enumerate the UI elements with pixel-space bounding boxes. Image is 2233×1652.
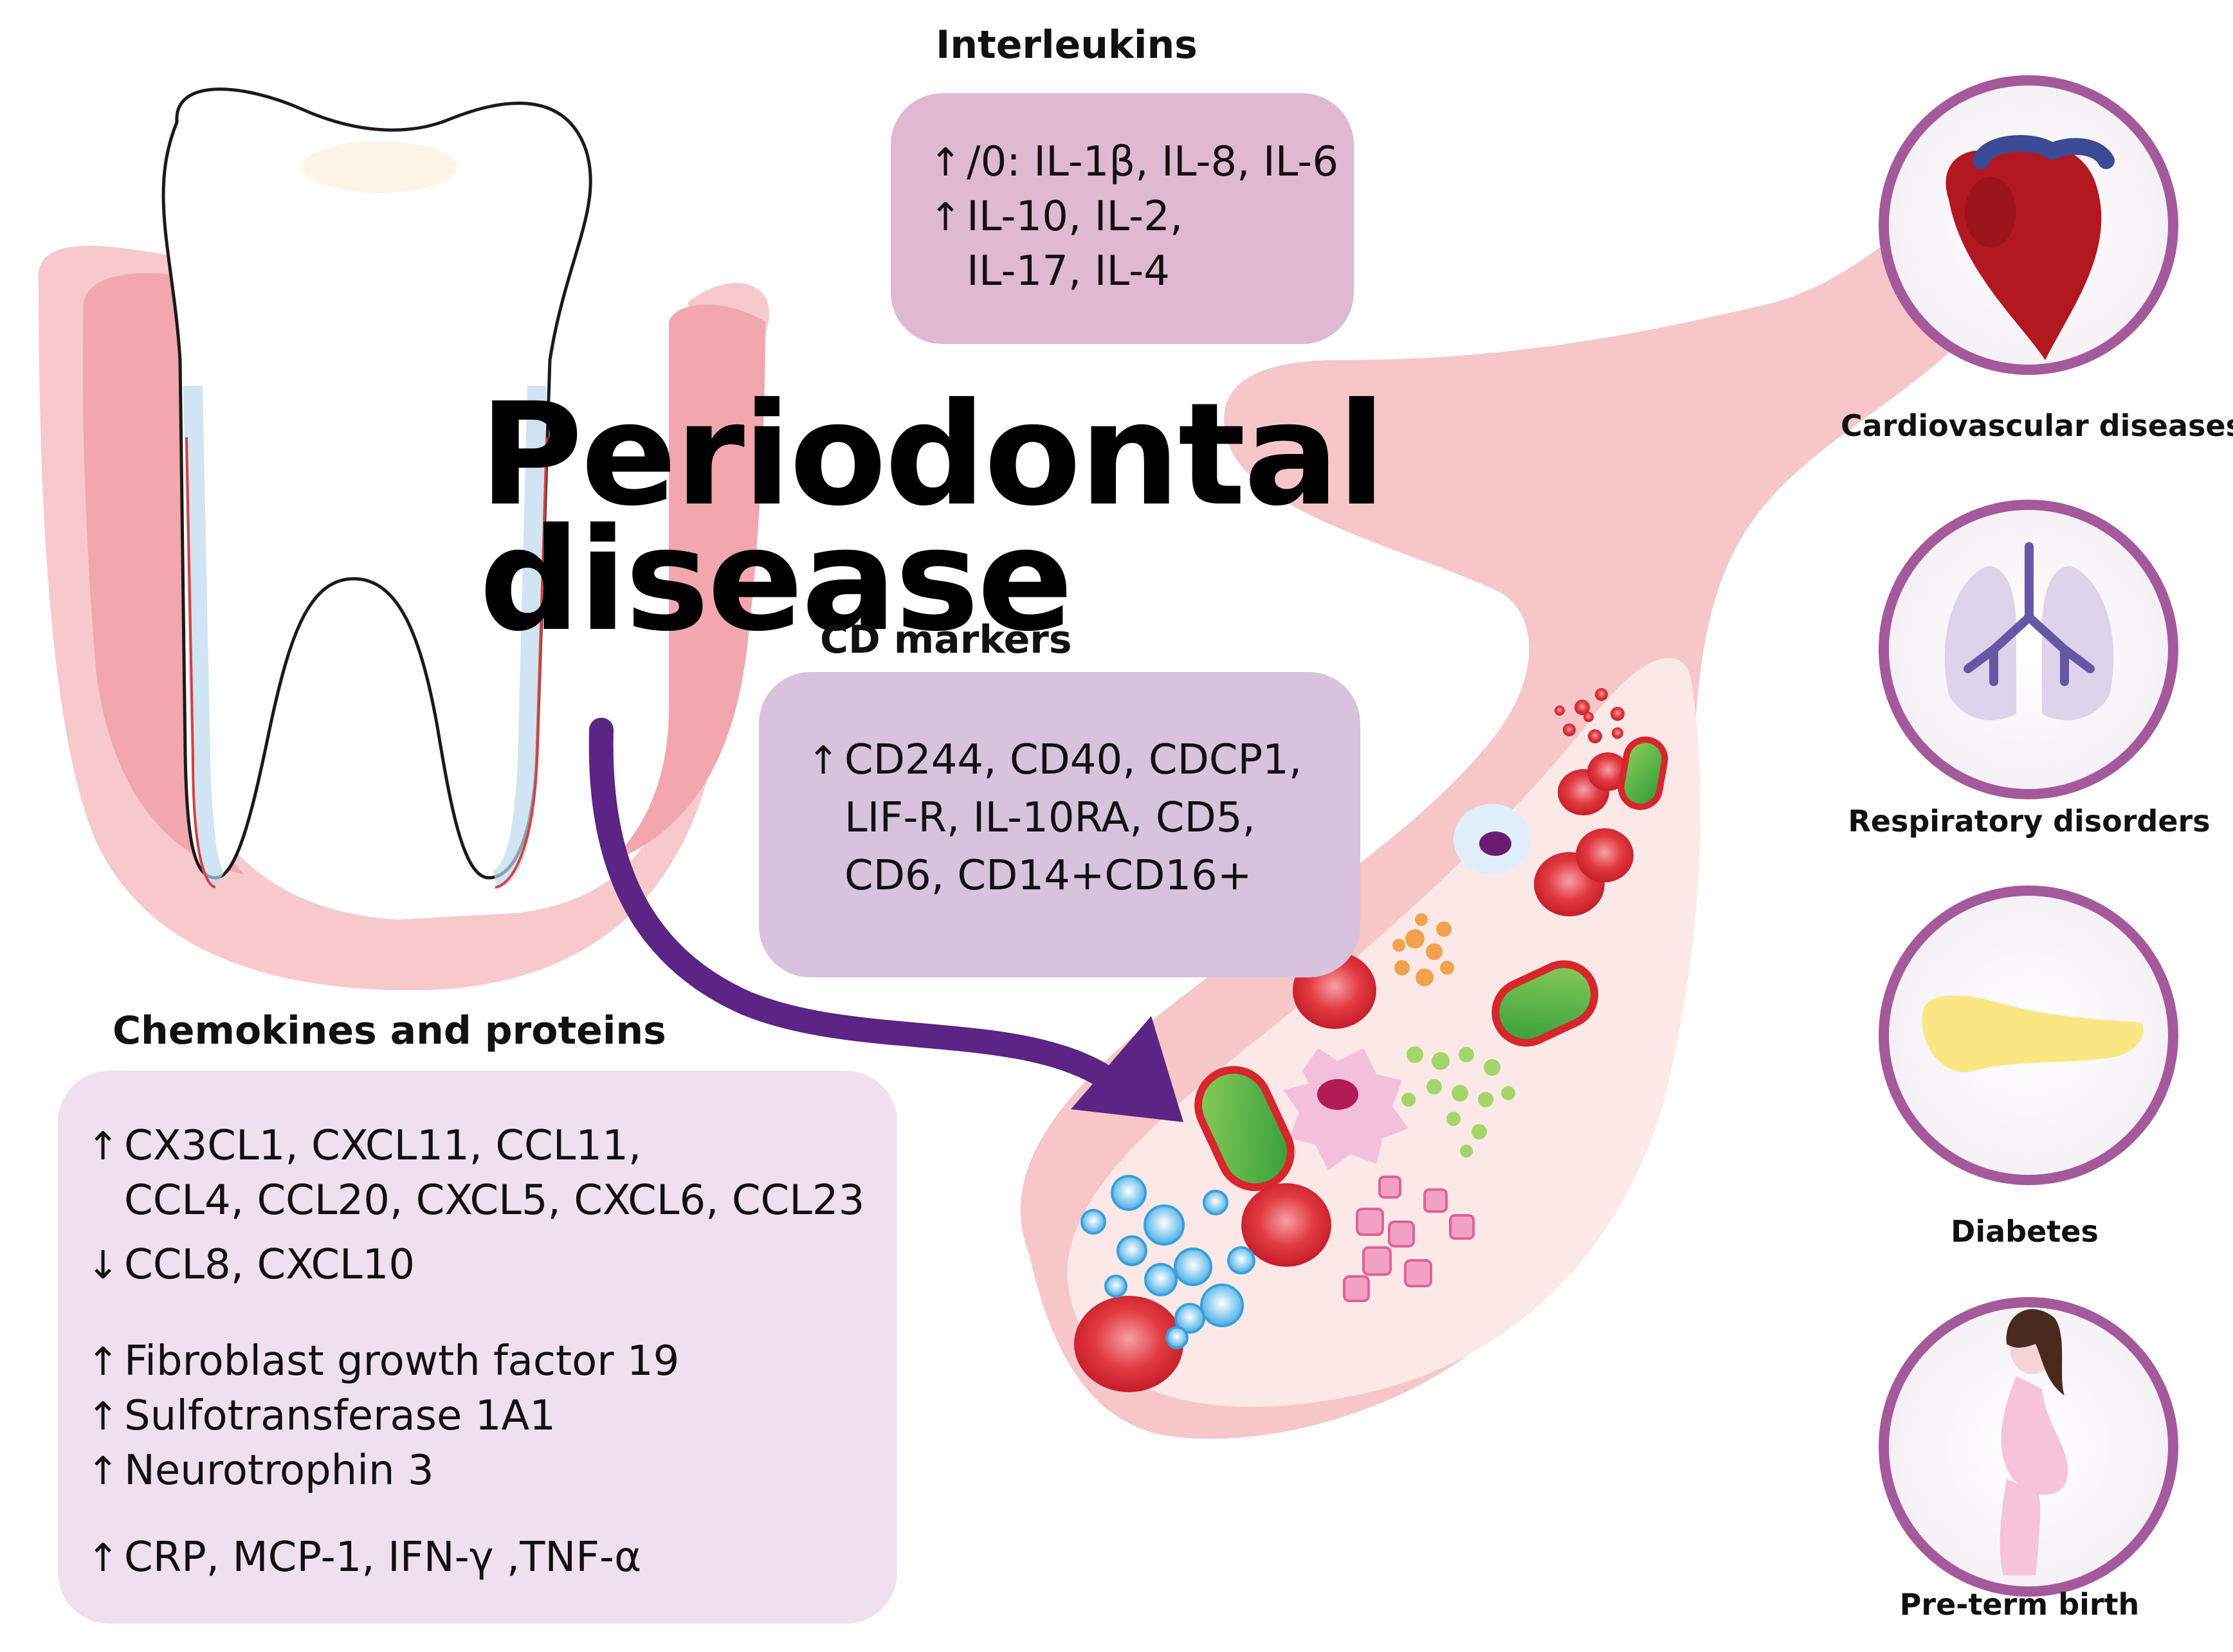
cd-markers-line: LIF-R, IL-10RA, CD5, bbox=[844, 794, 1255, 842]
tooth-illustration bbox=[161, 87, 592, 889]
title-line-1: Periodontal bbox=[479, 372, 1386, 537]
down-arrow-icon: ↓ bbox=[87, 1243, 120, 1288]
title-line-2: disease bbox=[479, 498, 1073, 662]
lungs-icon bbox=[1944, 542, 2114, 720]
condition-label-diabetes: Diabetes bbox=[1951, 1214, 2099, 1249]
up-arrow-icon: ↑ bbox=[87, 1536, 120, 1581]
chemokines-line: ↑CRP, MCP-1, IFN-γ ,TNF-α bbox=[87, 1534, 642, 1581]
pregnant-woman-icon bbox=[2000, 1309, 2068, 1575]
up-arrow-icon: ↑ bbox=[929, 140, 962, 185]
condition-label-respiratory: Respiratory disorders bbox=[1848, 804, 2210, 839]
cd-markers-line: CD6, CD14+CD16+ bbox=[844, 852, 1252, 900]
condition-label-cardiovascular: Cardiovascular diseases bbox=[1841, 408, 2233, 443]
interleukins-box: ↑/0: IL-1β, IL-8, IL-6 ↑IL-10, IL-2, IL-… bbox=[891, 93, 1354, 344]
chemokines-heading: Chemokines and proteins bbox=[113, 1008, 666, 1053]
page-title: Periodontal disease bbox=[479, 372, 1386, 662]
interleukins-line: ↑/0: IL-1β, IL-8, IL-6 bbox=[929, 138, 1339, 186]
interleukins-line: ↑IL-10, IL-2, bbox=[929, 193, 1183, 241]
heart-icon bbox=[1946, 135, 2115, 360]
interleukins-heading: Interleukins bbox=[936, 23, 1198, 68]
up-arrow-icon: ↑ bbox=[807, 738, 840, 783]
cd-markers-box: ↑CD244, CD40, CDCP1, LIF-R, IL-10RA, CD5… bbox=[759, 672, 1360, 977]
chemokines-line: ↑Sulfotransferase 1A1 bbox=[87, 1392, 556, 1440]
chemokines-line: ↑Fibroblast growth factor 19 bbox=[87, 1338, 680, 1385]
pancreas-icon bbox=[1922, 995, 2144, 1073]
interleukins-line: IL-17, IL-4 bbox=[967, 248, 1170, 295]
chemokines-line: ↓CCL8, CXCL10 bbox=[87, 1241, 415, 1289]
up-arrow-icon: ↑ bbox=[929, 195, 962, 240]
curved-arrow-icon bbox=[588, 718, 1183, 1122]
chemokines-line: ↑Neurotrophin 3 bbox=[87, 1447, 434, 1494]
condition-label-preterm: Pre-term birth bbox=[1899, 1587, 2140, 1622]
condition-rings bbox=[1879, 75, 2178, 1597]
up-arrow-icon: ↑ bbox=[87, 1394, 120, 1439]
chemokines-line: CCL4, CCL20, CXCL5, CXCL6, CCL23 bbox=[124, 1177, 865, 1224]
cd-markers-line: ↑CD244, CD40, CDCP1, bbox=[807, 736, 1302, 784]
up-arrow-icon: ↑ bbox=[87, 1339, 120, 1384]
chemokines-line: ↑CX3CL1, CXCL11, CCL11, bbox=[87, 1122, 642, 1170]
chemokines-box: ↑CX3CL1, CXCL11, CCL11, CCL4, CCL20, CXC… bbox=[58, 1071, 897, 1624]
blood-cells-illustration bbox=[1074, 688, 1668, 1392]
up-arrow-icon: ↑ bbox=[87, 1449, 120, 1494]
up-arrow-icon: ↑ bbox=[87, 1124, 120, 1169]
cd-markers-heading: CD markers bbox=[820, 617, 1072, 662]
